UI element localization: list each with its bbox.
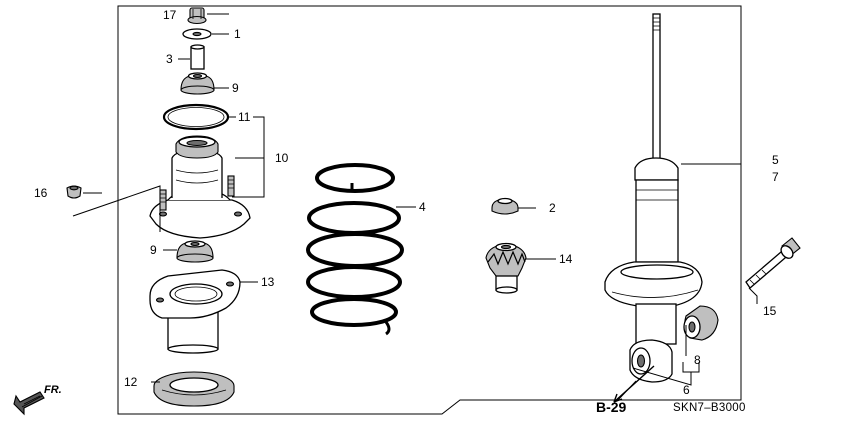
callout-12: 12: [124, 375, 138, 389]
callout-5: 5: [772, 153, 779, 167]
part-code: SKN7–B3000: [673, 402, 746, 414]
callout-6: 6: [683, 383, 690, 397]
part-8-bushing: [683, 305, 719, 341]
callout-17: 17: [163, 8, 177, 22]
callout-10: 10: [275, 151, 289, 165]
part-5-7-shock-absorber: [604, 13, 703, 383]
part-2-bump-cap: [491, 197, 519, 215]
part-10-strut-mount: [149, 135, 251, 239]
callout-3: 3: [166, 52, 173, 66]
callout-9-upper: 9: [232, 81, 239, 95]
fr-direction-arrow: [13, 391, 45, 416]
part-3-collar: [190, 44, 205, 70]
part-9-lower-bushing: [176, 240, 214, 263]
reference-b29: B-29: [596, 399, 627, 415]
part-17-nut: [187, 7, 207, 25]
b29-arrow: [613, 365, 655, 403]
callout-9-lower: 9: [150, 243, 157, 257]
leader-lines: [72, 13, 758, 401]
part-14-bump-stop: [485, 242, 527, 294]
callout-14: 14: [559, 252, 573, 266]
part-16-nut: [66, 185, 82, 199]
callout-1: 1: [234, 27, 241, 41]
fr-label: FR.: [44, 384, 62, 396]
part-13-bracket: [149, 269, 241, 354]
part-4-coil-spring: [306, 163, 404, 336]
part-11-o-ring: [162, 103, 230, 131]
part-1-washer: [182, 28, 212, 40]
frame-border: [117, 5, 742, 415]
callout-4: 4: [419, 200, 426, 214]
part-15-bolt: [745, 237, 801, 289]
part-12-spring-seat: [153, 371, 235, 407]
callout-11: 11: [238, 110, 251, 124]
callout-16: 16: [34, 186, 48, 200]
callout-7: 7: [772, 170, 779, 184]
callout-13: 13: [261, 275, 275, 289]
callout-2: 2: [549, 201, 556, 215]
callout-15: 15: [763, 304, 777, 318]
callout-8: 8: [694, 353, 701, 367]
part-9-upper-bushing: [180, 72, 215, 95]
